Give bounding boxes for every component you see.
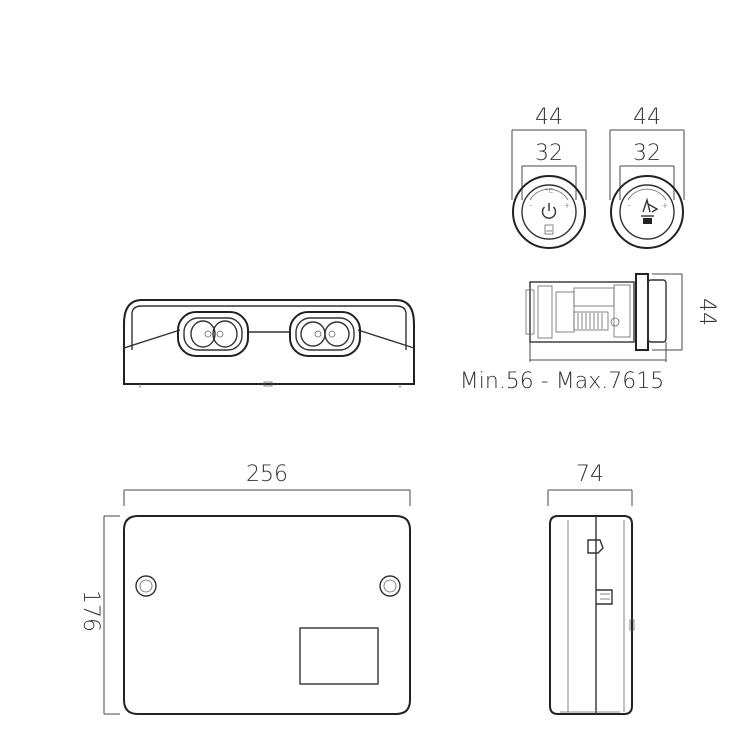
dim-box-depth-label: 74: [576, 462, 604, 487]
right-connector-port: [289, 311, 361, 357]
dim-side-height: 44: [652, 273, 719, 351]
dim-right-outer-label: 44: [633, 105, 661, 130]
label-plate: [299, 627, 379, 685]
dim-box-width: 256: [123, 462, 411, 506]
processor-box-top-view: 256 176: [78, 462, 411, 715]
processor-box-side-view: 74: [547, 462, 635, 715]
plus-mark-left: +: [564, 201, 571, 210]
dim-box-width-label: 256: [246, 462, 288, 487]
dim-side-height-label: 44: [694, 298, 719, 326]
dim-install-depth: Min.56 - Max.7615: [460, 342, 667, 394]
processor-box-front-view: [123, 299, 415, 388]
screw-right: [379, 575, 401, 597]
dim-left-outer: 44: [511, 105, 587, 200]
minus-mark-right: -: [628, 201, 631, 210]
dim-left-inner: 32: [521, 141, 577, 200]
screw-left: [135, 575, 157, 597]
dim-install-depth-label: Min.56 - Max.7615: [460, 369, 664, 394]
control-button-flow: 44 32 - +: [609, 105, 685, 249]
control-side-view: 44 Min.56 - Max.7615: [460, 273, 719, 394]
side-clip: [587, 539, 613, 605]
dim-right-inner-label: 32: [633, 141, 661, 166]
dim-left-inner-label: 32: [535, 141, 563, 166]
left-connector-port: [177, 311, 249, 357]
dim-box-height: 176: [78, 515, 120, 715]
minus-mark-left: -: [530, 201, 533, 210]
dim-box-depth: 74: [547, 462, 633, 506]
shower-head-icon: [641, 197, 659, 224]
plus-mark-right: +: [662, 201, 669, 210]
temperature-mark: °C: [545, 187, 554, 195]
shower-small-icon: [544, 224, 554, 235]
dim-box-height-label: 176: [78, 590, 103, 632]
power-icon: [541, 203, 557, 219]
control-button-power: 44 32 °C - +: [511, 105, 587, 249]
dim-right-outer: 44: [609, 105, 685, 200]
dim-left-outer-label: 44: [535, 105, 563, 130]
dim-right-inner: 32: [619, 141, 675, 200]
thread-detail: [577, 313, 603, 329]
